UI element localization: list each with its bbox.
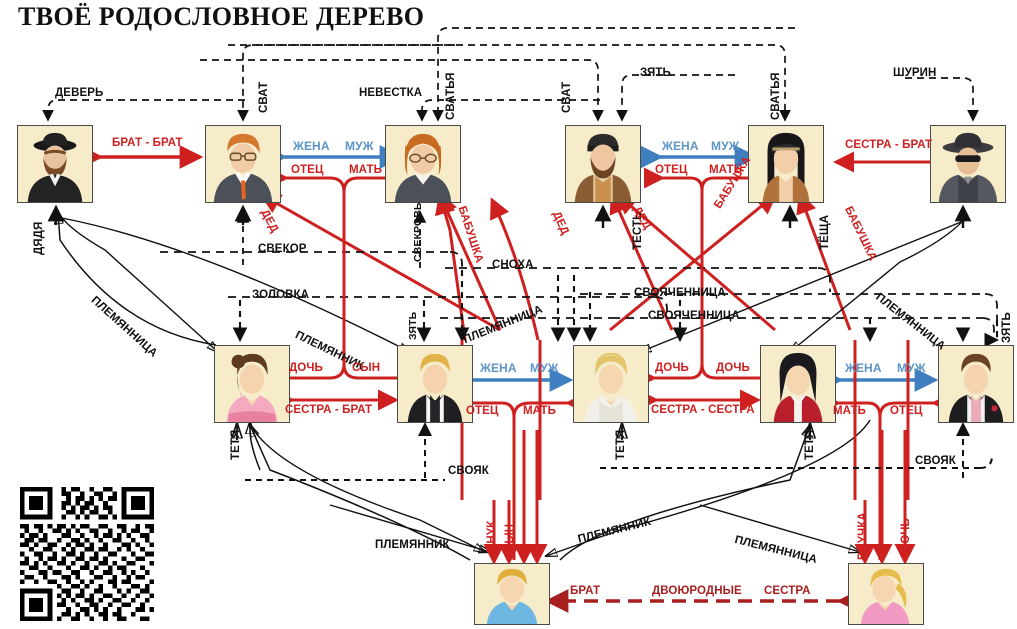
label-tetya-1: ТЕТЯ xyxy=(230,429,242,460)
label-muzh-2: МУЖ xyxy=(711,139,740,153)
label-svat-left: СВАТ xyxy=(258,81,270,113)
person-card-granddaughter-girl[interactable] xyxy=(848,563,924,625)
label-zhena-4: ЖЕНА xyxy=(845,361,882,375)
avatar-woman-black-hair-red-jacket xyxy=(761,346,835,422)
label-doch-1: ДОЧЬ xyxy=(289,362,323,374)
label-svoyak-1: СВОЯК xyxy=(448,465,489,477)
label-tetya-3: ТЕТЯ xyxy=(804,429,816,460)
label-muzh-3: МУЖ xyxy=(530,361,559,375)
avatar-man-black-hat-beard xyxy=(18,126,92,202)
label-mat-2: МАТЬ xyxy=(709,164,743,176)
label-dvoyurodnye: ДВОЮРОДНЫЕ xyxy=(652,585,742,597)
label-doch-bottom: ДОЧЬ xyxy=(900,518,912,552)
avatar-woman-brown-updo-pink-dress xyxy=(215,346,289,422)
avatar-man-fedora-sunglasses xyxy=(931,126,1005,202)
label-svekor: СВЕКОР xyxy=(258,243,307,255)
avatar-man-brown-hair-suit xyxy=(939,346,1013,422)
qr-code[interactable] xyxy=(18,487,156,621)
avatar-man-blond-tuxedo xyxy=(398,346,472,422)
label-mat-1: МАТЬ xyxy=(349,164,383,176)
label-dyadya: ДЯДЯ xyxy=(33,221,45,255)
label-sestra-sestra: СЕСТРА - СЕСТРА xyxy=(651,404,755,416)
label-zhena-3: ЖЕНА xyxy=(480,361,517,375)
label-doch-3: ДОЧЬ xyxy=(716,362,750,374)
label-tescha: ТЁЩА xyxy=(819,214,831,250)
person-card-husband-tuxedo[interactable] xyxy=(397,345,473,423)
avatar-girl-blonde-pink-shirt xyxy=(849,564,923,624)
label-svatya-left: СВАТЬЯ xyxy=(445,72,457,121)
person-card-uncle-hat-sunglasses[interactable] xyxy=(930,125,1006,203)
label-mat-4: МАТЬ xyxy=(833,405,867,417)
label-vnuk: ВНУК xyxy=(486,520,498,552)
label-nevestka: НЕВЕСТКА xyxy=(359,87,423,99)
label-zyat-right: ЗЯТЬ xyxy=(1001,312,1013,343)
label-svat-right: СВАТ xyxy=(561,81,573,113)
label-vnuchka: ВНУЧКА xyxy=(857,512,869,560)
label-mat-3: МАТЬ xyxy=(523,405,557,417)
label-muzh-1: МУЖ xyxy=(345,139,374,153)
label-snokha: СНОХА xyxy=(492,259,534,271)
label-zyat-top: ЗЯТЬ xyxy=(640,67,671,79)
label-svoyachennitsa-2: СВОЯЧЕННИЦА xyxy=(648,310,740,322)
label-svoyachennitsa-1: СВОЯЧЕННИЦА xyxy=(634,287,726,299)
label-svoyak-2: СВОЯК xyxy=(915,455,956,467)
label-brat-brat-top: БРАТ - БРАТ xyxy=(112,137,183,149)
person-card-uncle-husband-brother[interactable] xyxy=(17,125,93,203)
person-card-mother-dark-hair[interactable] xyxy=(748,125,824,203)
person-card-mother-in-law-glasses[interactable] xyxy=(385,125,461,203)
label-tetya-2: ТЕТЯ xyxy=(615,429,627,460)
label-otets-2: ОТЕЦ xyxy=(655,164,688,176)
label-zyat-mid: ЗЯТЬ xyxy=(407,311,419,340)
label-muzh-4: МУЖ xyxy=(897,361,926,375)
person-card-father-bearded[interactable] xyxy=(565,125,641,203)
person-card-brother-in-law-suit[interactable] xyxy=(938,345,1014,423)
label-dever: ДЕВЕРЬ xyxy=(55,87,104,99)
label-svekrov: СВЕКРОВЬ xyxy=(412,202,424,262)
person-card-you-wife-blonde[interactable] xyxy=(573,345,649,423)
label-syn: СЫН xyxy=(504,523,516,552)
avatar-man-glasses-orange-hair xyxy=(206,126,280,202)
avatar-woman-black-long-hair xyxy=(749,126,823,202)
label-zolovka: ЗОЛОВКА xyxy=(252,289,310,301)
avatar-woman-blonde-braid-white xyxy=(574,346,648,422)
label-otets-3: ОТЕЦ xyxy=(466,405,499,417)
person-card-sister-in-law-pink[interactable] xyxy=(214,345,290,423)
label-svatya-right: СВАТЬЯ xyxy=(770,72,782,121)
label-sestra-bottom: СЕСТРА xyxy=(764,585,811,597)
label-otets-4: ОТЕЦ xyxy=(890,405,923,417)
label-doch-2: ДОЧЬ xyxy=(655,362,689,374)
label-shurin: ШУРИН xyxy=(893,67,937,79)
label-zhena-2: ЖЕНА xyxy=(662,139,699,153)
person-card-grandson-boy[interactable] xyxy=(474,563,550,625)
page-title: ТВОЁ РОДОСЛОВНОЕ ДЕРЕВО xyxy=(18,2,425,31)
person-card-sister-red-jacket[interactable] xyxy=(760,345,836,423)
label-sestra-brat-top: СЕСТРА - БРАТ xyxy=(845,139,933,151)
label-plemyannik-2: ПЛЕМЯННИК xyxy=(375,539,450,551)
label-otets-1: ОТЕЦ xyxy=(291,164,324,176)
label-brat-bottom: БРАТ xyxy=(570,585,601,597)
avatar-boy-blond-blue-shirt xyxy=(475,564,549,624)
person-card-father-in-law-glasses[interactable] xyxy=(205,125,281,203)
label-sestra-brat-mid: СЕСТРА - БРАТ xyxy=(285,404,373,416)
avatar-woman-glasses-orange-hair xyxy=(386,126,460,202)
avatar-man-bandana-beard xyxy=(566,126,640,202)
label-zhena-1: ЖЕНА xyxy=(293,139,330,153)
label-syn-mid: СЫН xyxy=(352,362,381,374)
